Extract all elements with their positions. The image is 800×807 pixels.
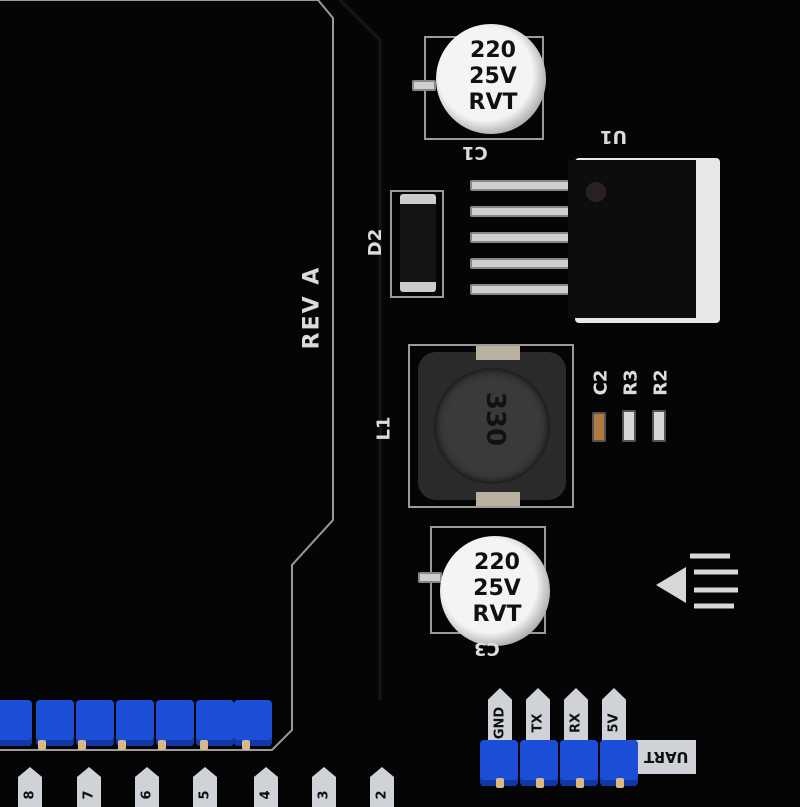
d2-outline	[390, 190, 444, 298]
uart-label: UART	[636, 740, 696, 774]
inductor-l1: 330	[418, 346, 566, 506]
capacitor-c2	[592, 412, 606, 442]
c3-label: C3	[474, 638, 500, 659]
l1-outline	[408, 344, 574, 508]
diode-d2	[400, 194, 436, 292]
d2-label: D2	[365, 228, 387, 257]
resistor-r2	[652, 410, 666, 442]
uart-rx-label: RX	[564, 688, 588, 746]
l1-label: L1	[373, 416, 395, 441]
u1-label: U1	[600, 126, 628, 147]
c2-label: C2	[590, 369, 612, 396]
uart-header[interactable]	[480, 740, 640, 788]
c1-label: C1	[462, 142, 488, 163]
pin-header-left[interactable]	[0, 700, 280, 750]
r2-label: R2	[650, 369, 672, 396]
u1-leads	[470, 180, 570, 300]
r3-label: R3	[620, 369, 642, 396]
resistor-r3	[622, 410, 636, 442]
c3-lead	[418, 572, 442, 583]
c1-lead	[412, 80, 436, 91]
uart-tx-label: TX	[526, 688, 550, 746]
regulator-u1	[568, 160, 696, 318]
uart-5v-label: 5V	[602, 688, 626, 746]
l1-marking: 330	[480, 391, 511, 447]
revision-label: REV A	[299, 265, 325, 350]
uart-gnd-label: GND	[488, 688, 512, 746]
